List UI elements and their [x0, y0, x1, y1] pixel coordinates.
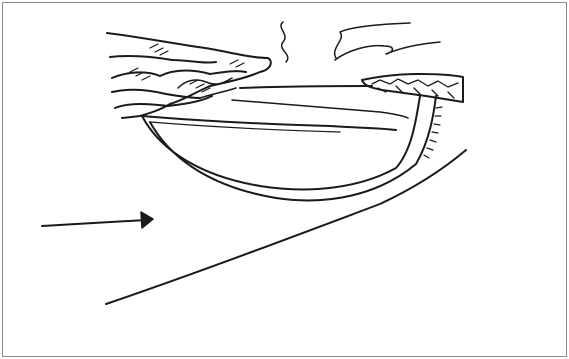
left-cliffs: [107, 33, 271, 118]
ground-slope: [106, 150, 466, 304]
basin-surface: [142, 86, 408, 132]
right-outcrop: [362, 74, 463, 102]
basin-bowl: [142, 96, 436, 200]
arrow-icon: [42, 212, 153, 228]
vapor-wisps: [281, 22, 440, 62]
